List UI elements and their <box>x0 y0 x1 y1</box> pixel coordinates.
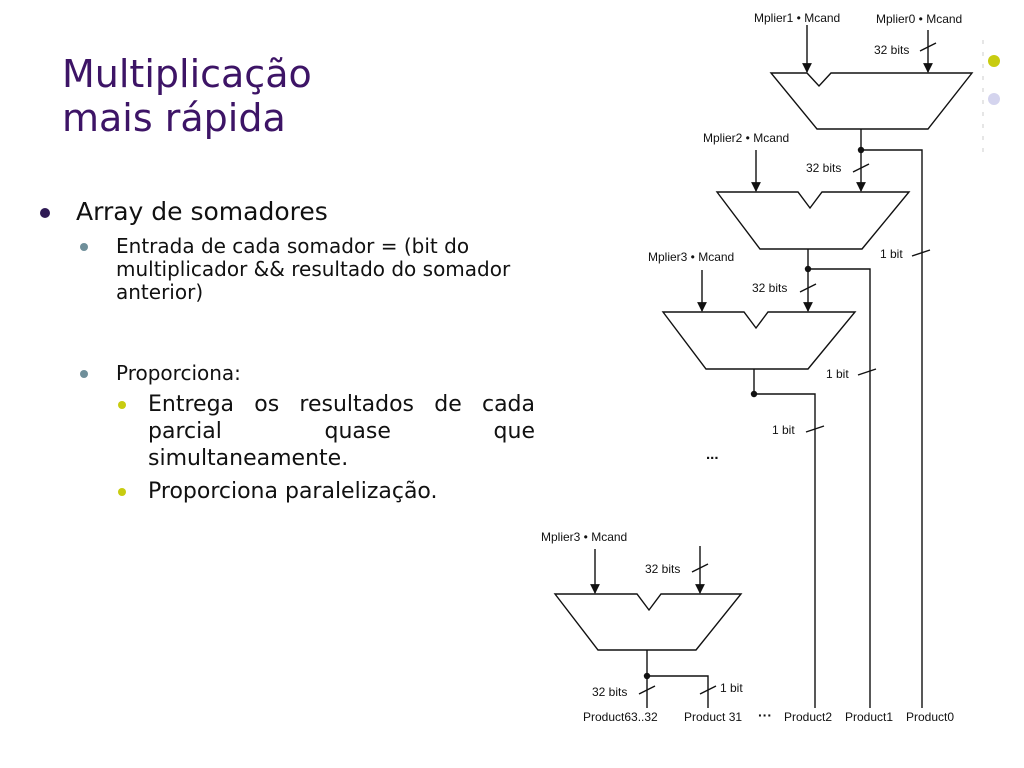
bullet-proporciona: Proporciona: <box>40 362 535 385</box>
ellipsis-products: ··· <box>758 707 772 723</box>
bullet-text: Proporciona: <box>116 361 241 385</box>
decorative-dot-lavender <box>988 93 1000 105</box>
bullet-dot <box>40 208 50 218</box>
bit-slash <box>699 685 717 695</box>
label-mplier0: Mplier0 • Mcand <box>876 12 962 26</box>
bus-slash <box>638 685 656 695</box>
label-mplier1: Mplier1 • Mcand <box>754 11 840 25</box>
bus-slash <box>919 42 937 52</box>
bus-slash <box>691 563 709 573</box>
label-product1: Product1 <box>845 710 893 724</box>
title-line-2: mais rápida <box>62 96 286 140</box>
ellipsis-more-adders: ... <box>706 446 719 463</box>
label-32bits: 32 bits <box>874 43 909 57</box>
label-mplier2: Mplier2 • Mcand <box>703 131 789 145</box>
adder-1 <box>769 72 974 130</box>
wire-product31 <box>647 675 709 708</box>
label-product63-32: Product63..32 <box>583 710 658 724</box>
label-32bits: 32 bits <box>806 161 841 175</box>
bullet-text: Entrada de cada somador = (bit do multip… <box>116 234 511 304</box>
junction-dot <box>804 265 812 273</box>
bullet-dot <box>80 370 88 378</box>
adder-2 <box>715 191 911 250</box>
bullet-entrada: Entrada de cada somador = (bit do multip… <box>40 235 535 304</box>
bus-slash <box>799 283 817 293</box>
bus-slash <box>852 163 870 173</box>
label-32bits: 32 bits <box>592 685 627 699</box>
label-product2: Product2 <box>784 710 832 724</box>
label-32bits: 32 bits <box>645 562 680 576</box>
junction-dot <box>750 390 758 398</box>
label-product31: Product 31 <box>684 710 742 724</box>
bullet-text: Array de somadores <box>76 197 328 226</box>
junction-dot <box>857 146 865 154</box>
slide-title: Multiplicação mais rápida <box>62 52 312 140</box>
decorative-dot-olive <box>988 55 1000 67</box>
bullet-dot <box>118 401 126 409</box>
label-mplier3-bottom: Mplier3 • Mcand <box>541 530 627 544</box>
label-1bit: 1 bit <box>880 247 903 261</box>
bullet-dot <box>118 488 126 496</box>
bullet-entrega: Entrega os resultados de cada parcial qu… <box>40 391 535 472</box>
wire-product0 <box>861 149 923 708</box>
adder-last <box>553 593 743 651</box>
title-line-1: Multiplicação <box>62 52 312 96</box>
bullet-dot <box>80 243 88 251</box>
label-1bit: 1 bit <box>720 681 743 695</box>
bullet-text: Proporciona paralelização. <box>148 479 438 504</box>
junction-dot <box>643 672 651 680</box>
label-1bit: 1 bit <box>772 423 795 437</box>
label-1bit: 1 bit <box>826 367 849 381</box>
bit-slash <box>857 368 877 376</box>
label-32bits: 32 bits <box>752 281 787 295</box>
label-product0: Product0 <box>906 710 954 724</box>
wire-product2 <box>753 369 816 708</box>
bullet-text: Entrega os resultados de cada parcial qu… <box>148 392 535 471</box>
adder-3 <box>661 311 857 370</box>
bit-slash <box>911 249 931 257</box>
bullet-paralelizacao: Proporciona paralelização. <box>40 478 535 505</box>
bullet-list: Array de somadores Entrada de cada somad… <box>40 197 535 505</box>
wire-product1 <box>808 268 871 708</box>
label-mplier3: Mplier3 • Mcand <box>648 250 734 264</box>
bit-slash <box>805 425 825 433</box>
bullet-array-somadores: Array de somadores <box>40 197 535 227</box>
